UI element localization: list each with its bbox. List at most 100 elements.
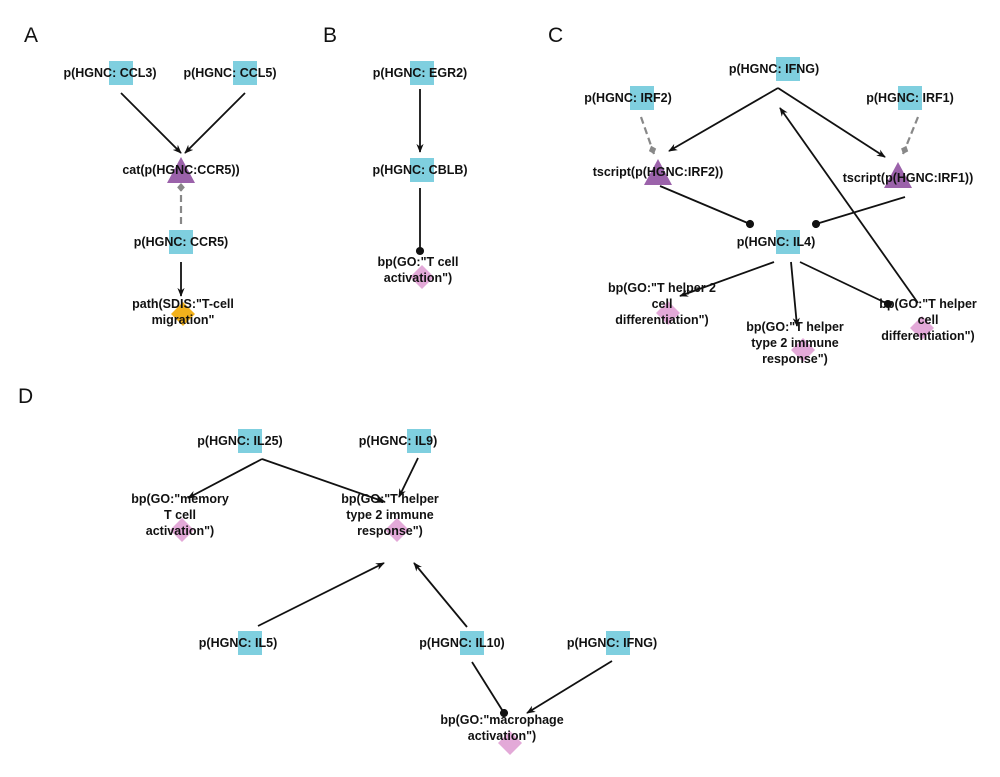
node-label-line: cat(p(HGNC:CCR5)) [122, 163, 239, 177]
edge-increases-c_ifng-to-c_tsirf2 [668, 87, 779, 152]
edge-increases-d_il5-to-d_th2imm [257, 562, 385, 627]
node-label-line: p(HGNC: EGR2) [373, 66, 467, 80]
node-label-a_path: path(SDIS:"T-cell migration" [132, 297, 234, 327]
edge-increases-c_il4-to-c_th2diff [679, 261, 775, 297]
node-label-line: response") [762, 352, 828, 366]
node-label-d_il5: p(HGNC: IL5) [199, 636, 277, 650]
node-label-a_ccr5: p(HGNC: CCR5) [134, 235, 228, 249]
node-shape-d_il5 [238, 631, 262, 655]
node-label-line: type 2 immune [346, 508, 434, 522]
node-label-line: tscript(p(HGNC:IRF1)) [843, 171, 974, 185]
node-shape-d_th2imm [385, 518, 409, 542]
node-label-line: bp(GO:"T helper [341, 492, 439, 506]
node-label-c_tsirf1: tscript(p(HGNC:IRF1)) [843, 171, 974, 185]
node-shape-c_thdiff [910, 316, 934, 340]
node-label-line: p(HGNC: IL5) [199, 636, 277, 650]
node-shape-b_cblb [410, 158, 434, 182]
node-label-line: response") [357, 524, 423, 538]
node-label-line: cell [652, 297, 673, 311]
node-label-line: activation") [384, 271, 452, 285]
node-label-d_ifng: p(HGNC: IFNG) [567, 636, 657, 650]
node-label-line: activation") [146, 524, 214, 538]
node-label-line: p(HGNC: CCL5) [183, 66, 276, 80]
node-label-line: p(HGNC: IL4) [737, 235, 815, 249]
node-shape-d_il9 [407, 429, 431, 453]
node-shape-c_th2diff [656, 301, 680, 325]
node-label-d_th2imm: bp(GO:"T helper type 2 immune response") [341, 492, 439, 538]
node-shape-a_ccl3 [109, 61, 133, 85]
node-label-c_irf1: p(HGNC: IRF1) [866, 91, 954, 105]
node-label-line: p(HGNC: CBLB) [372, 163, 467, 177]
edge-increases-d_il25-to-d_th2imm [261, 458, 386, 503]
node-shape-c_il4 [776, 230, 800, 254]
node-label-line: tscript(p(HGNC:IRF2)) [593, 165, 724, 179]
node-shape-a_catccr5 [167, 157, 195, 183]
node-shape-d_memt [170, 518, 194, 542]
node-label-c_irf2: p(HGNC: IRF2) [584, 91, 672, 105]
node-label-line: p(HGNC: CCR5) [134, 235, 228, 249]
node-shape-d_macro [498, 731, 522, 755]
node-shapes-layer [109, 57, 934, 755]
edge-dashed-c_irf2-to-c_tsirf2 [639, 116, 657, 155]
node-labels-layer: p(HGNC: CCL3) p(HGNC: CCL5) cat(p(HGNC:CCR… [63, 62, 976, 743]
node-label-line: differentiation") [881, 329, 974, 343]
node-label-line: type 2 immune [751, 336, 839, 350]
node-label-a_ccl3: p(HGNC: CCL3) [63, 66, 156, 80]
node-shape-d_ifng [606, 631, 630, 655]
node-shape-c_ifng [776, 57, 800, 81]
node-label-line: T cell [164, 508, 196, 522]
node-label-line: p(HGNC: IL25) [197, 434, 282, 448]
edge-increases-c_il4-to-c_th2imm [790, 261, 800, 327]
node-shape-d_il25 [238, 429, 262, 453]
edge-increases-c_ifng-to-c_tsirf1 [777, 87, 886, 158]
node-label-d_il10: p(HGNC: IL10) [419, 636, 504, 650]
edge-dashed-c_irf1-to-c_tsirf1 [901, 116, 920, 155]
node-label-line: p(HGNC: IL10) [419, 636, 504, 650]
edge-increases-a_ccl3-to-a_catccr5 [120, 92, 182, 154]
edge-increases-d_il9-to-d_th2imm [398, 457, 419, 498]
node-shape-c_tsirf2 [644, 159, 672, 185]
node-label-b_cblb: p(HGNC: CBLB) [372, 163, 467, 177]
node-label-b_egr2: p(HGNC: EGR2) [373, 66, 467, 80]
node-label-line: bp(GO:"T cell [378, 255, 459, 269]
node-label-line: bp(GO:"T helper 2 [608, 281, 716, 295]
node-label-line: p(HGNC: IRF1) [866, 91, 954, 105]
node-label-line: bp(GO:"T helper [879, 297, 977, 311]
node-shape-d_il10 [460, 631, 484, 655]
node-label-line: p(HGNC: IFNG) [567, 636, 657, 650]
node-label-line: bp(GO:"macrophage [440, 713, 563, 727]
node-label-line: migration" [152, 313, 215, 327]
node-shape-c_th2imm [791, 338, 815, 362]
node-label-line: p(HGNC: IFNG) [729, 62, 819, 76]
edge-decreases-c_tsirf1-to-c_il4 [811, 196, 906, 229]
edge-increases-d_il10-to-d_th2imm [413, 562, 468, 628]
node-label-line: p(HGNC: IL9) [359, 434, 437, 448]
panel-label-d: D [18, 385, 33, 408]
node-label-a_catccr5: cat(p(HGNC:CCR5)) [122, 163, 239, 177]
node-label-c_il4: p(HGNC: IL4) [737, 235, 815, 249]
node-label-c_ifng: p(HGNC: IFNG) [729, 62, 819, 76]
node-shape-a_path [171, 302, 195, 326]
node-label-line: path(SDIS:"T-cell [132, 297, 234, 311]
node-shape-a_ccr5 [169, 230, 193, 254]
edge-increases-d_ifng-to-d_macro [526, 660, 613, 714]
edge-decreases-c_tsirf2-to-c_il4 [659, 185, 755, 229]
edge-decreases-c_il4-to-c_thdiff [799, 261, 893, 309]
node-label-line: bp(GO:"memory [131, 492, 229, 506]
node-label-d_il25: p(HGNC: IL25) [197, 434, 282, 448]
node-label-d_il9: p(HGNC: IL9) [359, 434, 437, 448]
node-label-a_ccl5: p(HGNC: CCL5) [183, 66, 276, 80]
node-shape-c_irf2 [630, 86, 654, 110]
node-shape-b_tact [410, 265, 434, 289]
node-label-c_tsirf2: tscript(p(HGNC:IRF2)) [593, 165, 724, 179]
panel-label-c: C [548, 24, 563, 47]
node-label-line: p(HGNC: IRF2) [584, 91, 672, 105]
node-shape-c_tsirf1 [884, 162, 912, 188]
node-label-b_tact: bp(GO:"T cell activation") [378, 255, 459, 285]
